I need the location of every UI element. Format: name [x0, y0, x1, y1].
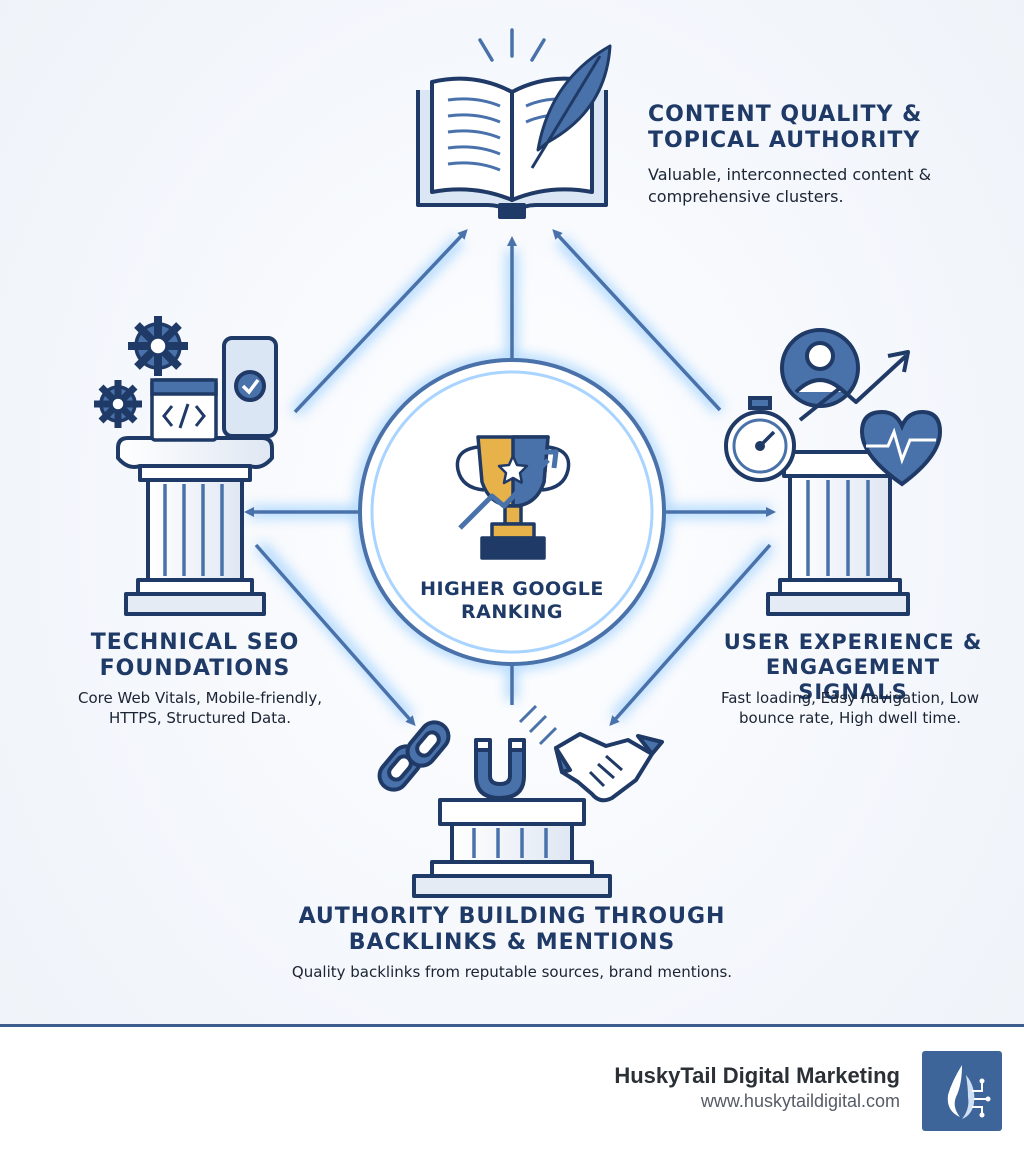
brand-name: HuskyTail Digital Marketing	[614, 1063, 900, 1088]
arrow-technical-to-content	[293, 229, 468, 414]
ux-pillar-icon	[766, 450, 910, 616]
technical-seo-title-line1: TECHNICAL SEO	[90, 630, 300, 655]
technical-seo-title-line2: FOUNDATIONS	[99, 655, 291, 681]
husky-logo-icon	[922, 1051, 1002, 1131]
trophy-icon	[455, 435, 571, 560]
chain-link-icon	[377, 720, 451, 792]
footer: HuskyTail Digital Marketing www.huskytai…	[0, 1027, 1024, 1154]
content-quality-title-line1: CONTENT QUALITY &	[648, 102, 923, 127]
ux-desc-line1: Fast loading, Easy navigation, Low	[720, 689, 980, 707]
gears-icon	[94, 316, 188, 428]
mobile-check-icon	[222, 336, 278, 438]
technical-pillar-icon	[116, 436, 274, 616]
quill-feather-icon	[530, 44, 612, 169]
content-quality-desc-line2: comprehensive clusters.	[648, 186, 844, 206]
heart-pulse-icon	[859, 409, 943, 487]
arrow-technical-to-authority	[254, 543, 416, 726]
center-title: HIGHER GOOGLE RANKING	[392, 578, 632, 624]
diagram-graphics	[94, 28, 943, 898]
authority-title-line1: AUTHORITY BUILDING THROUGH	[298, 904, 726, 929]
technical-seo-desc-line2: HTTPS, Structured Data.	[108, 709, 292, 728]
content-quality-description: Valuable, interconnected content & compr…	[648, 164, 931, 207]
content-quality-desc-line1: Valuable, interconnected content &	[648, 165, 932, 184]
ux-title: USER EXPERIENCE & ENGAGEMENT SIGNALS	[708, 630, 998, 704]
code-window-icon	[150, 378, 218, 442]
authority-pedestal-icon	[412, 798, 612, 898]
ux-title-line2: ENGAGEMENT SIGNALS	[765, 654, 941, 704]
handshake-icon	[554, 732, 664, 803]
center-title-line1: HIGHER GOOGLE	[420, 578, 604, 600]
ux-desc-line2: bounce rate, High dwell time.	[739, 709, 961, 728]
authority-title: AUTHORITY BUILDING THROUGH BACKLINKS & M…	[212, 904, 812, 956]
authority-title-line2: BACKLINKS & MENTIONS	[348, 929, 676, 955]
content-quality-title: CONTENT QUALITY & TOPICAL AUTHORITY	[648, 102, 922, 154]
spark-lines	[478, 28, 546, 62]
ux-title-line1: USER EXPERIENCE &	[723, 630, 983, 654]
arrow-ux-to-content	[552, 229, 722, 412]
technical-seo-description: Core Web Vitals, Mobile-friendly, HTTPS,…	[60, 688, 340, 729]
technical-seo-desc-line1: Core Web Vitals, Mobile-friendly,	[78, 689, 322, 707]
content-quality-title-line2: TOPICAL AUTHORITY	[648, 127, 921, 153]
authority-description: Quality backlinks from reputable sources…	[291, 963, 733, 981]
center-title-line2: RANKING	[460, 600, 564, 623]
stopwatch-icon	[724, 396, 796, 482]
footer-divider	[0, 1024, 1024, 1027]
brand-url[interactable]: www.huskytaildigital.com	[700, 1091, 900, 1111]
ux-description: Fast loading, Easy navigation, Low bounc…	[700, 688, 1000, 729]
arrow-ux-to-authority	[609, 543, 772, 726]
magnet-icon	[474, 704, 558, 800]
connector-arrows	[244, 229, 776, 726]
technical-seo-title: TECHNICAL SEO FOUNDATIONS	[70, 630, 320, 682]
trend-arrow-icon	[798, 350, 910, 422]
